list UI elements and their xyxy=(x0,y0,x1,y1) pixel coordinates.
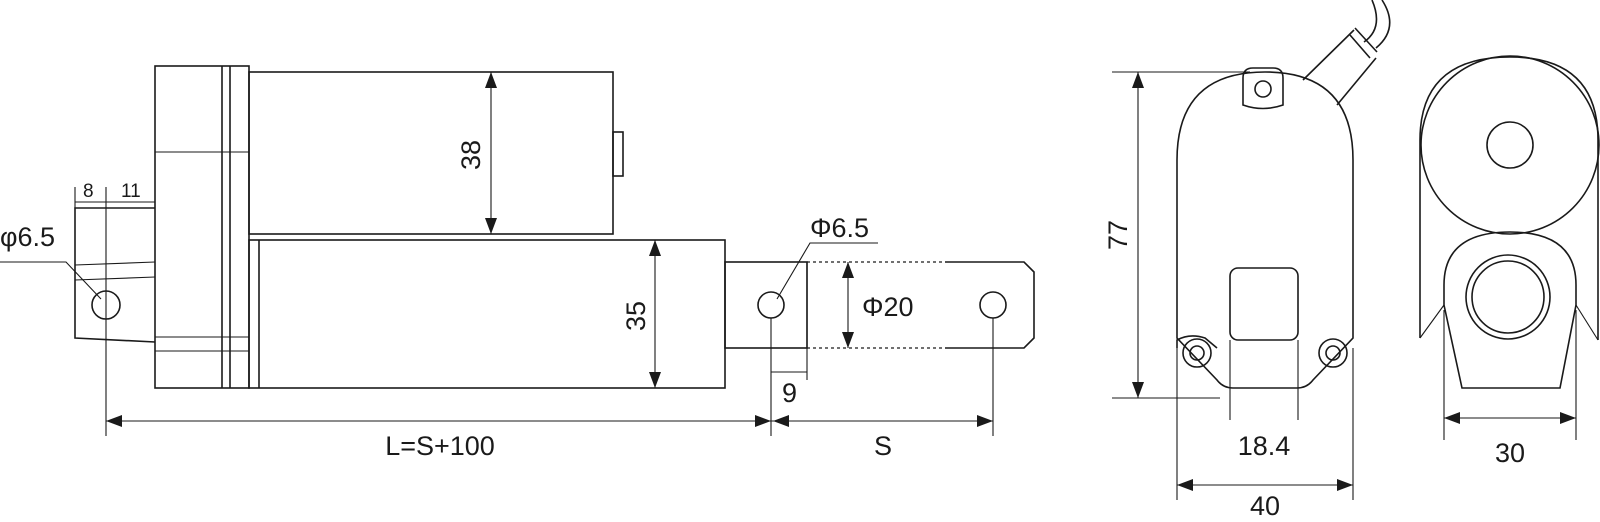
tube-bore xyxy=(1471,260,1545,334)
top-lug-hole xyxy=(1254,80,1272,98)
rear-hole-label: φ6.5 xyxy=(0,222,55,252)
motor-hub xyxy=(1486,121,1534,169)
end-view: 77 18.4 40 xyxy=(1103,0,1391,521)
bottom-slot xyxy=(1229,267,1299,341)
inner-rod xyxy=(724,261,808,349)
rear-offset-2-label: 11 xyxy=(121,181,141,202)
side-view: 38 35 Φ20 Φ6.5 φ6.5 8 11 9 L=S+100 xyxy=(0,65,1035,461)
front-mount-hole xyxy=(757,291,785,319)
back-view-body xyxy=(1419,56,1599,340)
front-hole-label: Φ6.5 xyxy=(810,213,869,243)
base-width-label: 40 xyxy=(1250,491,1280,521)
stroke-label: S xyxy=(874,431,892,461)
end-view-body xyxy=(1176,71,1354,389)
extended-rod-end xyxy=(945,261,1035,349)
motor-cap xyxy=(612,131,624,177)
motor-diameter-label: 38 xyxy=(456,140,486,170)
rear-offset-1-label: 8 xyxy=(83,181,94,202)
outer-tube xyxy=(248,239,726,389)
left-ear xyxy=(1176,335,1218,349)
extended-mount-hole xyxy=(979,291,1007,319)
tube-diameter-label: 35 xyxy=(621,301,651,331)
right-ear-hole xyxy=(1325,345,1341,361)
height-label: 77 xyxy=(1103,220,1133,250)
back-width-label: 30 xyxy=(1495,438,1525,468)
back-view: 30 xyxy=(1419,55,1600,468)
tube-end xyxy=(1443,231,1577,389)
slot-width-label: 18.4 xyxy=(1238,431,1291,461)
gearbox-housing xyxy=(154,65,250,389)
top-lug xyxy=(1242,67,1284,110)
retracted-length-label: L=S+100 xyxy=(385,431,495,461)
motor-body xyxy=(248,71,614,235)
rod-end-offset-label: 9 xyxy=(782,378,797,408)
left-ear-hole xyxy=(1189,345,1205,361)
cable xyxy=(1363,0,1391,49)
rod-diameter-label: Φ20 xyxy=(862,292,914,322)
rear-clevis xyxy=(74,207,156,343)
